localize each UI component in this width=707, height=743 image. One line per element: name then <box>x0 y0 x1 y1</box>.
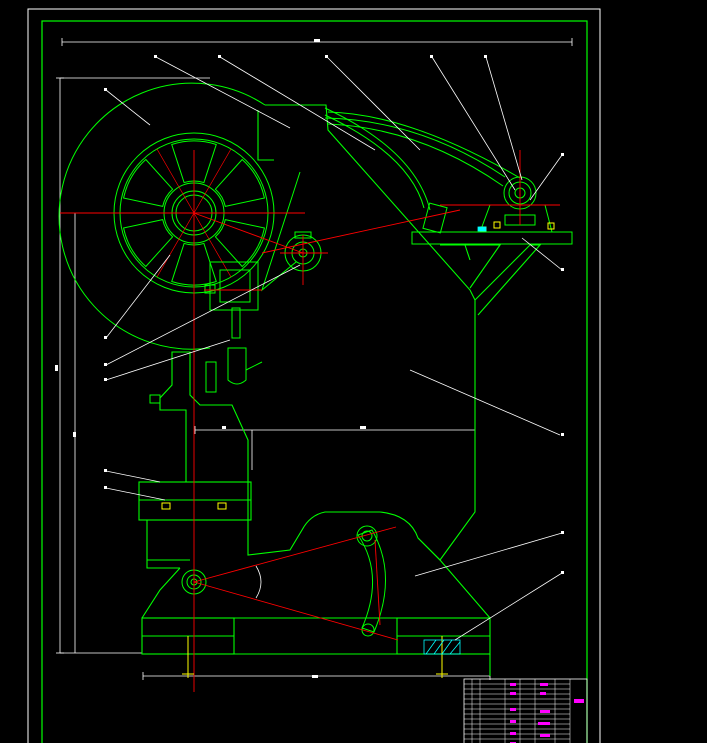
centerlines <box>60 150 560 692</box>
outer-border <box>27 8 601 743</box>
inner-border <box>41 20 588 743</box>
slider-assembly <box>149 261 263 404</box>
flywheel-spoke-window <box>214 158 266 207</box>
flywheel-rim <box>58 82 266 350</box>
belt-guard <box>324 107 521 234</box>
frame-rear-brace <box>440 244 471 261</box>
dimension-marks <box>55 39 366 678</box>
flywheel-spoke-window <box>171 140 217 184</box>
press-base <box>141 537 491 676</box>
pedal-slot <box>181 525 386 637</box>
angle-dimension <box>255 565 262 599</box>
flywheel <box>58 82 301 350</box>
worktable <box>138 481 252 569</box>
flywheel-spoke-window <box>122 219 174 268</box>
callout-markers <box>104 55 564 574</box>
table-top <box>138 481 252 521</box>
title-block <box>463 678 588 743</box>
overall-dimensions <box>56 38 573 680</box>
motor-platform <box>411 176 573 245</box>
callout-leaders <box>105 56 563 641</box>
foundation-hatch <box>423 226 487 655</box>
sheet-border <box>27 8 601 743</box>
flywheel-spoke-window <box>122 158 174 207</box>
flywheel-spoke-window <box>214 219 266 268</box>
